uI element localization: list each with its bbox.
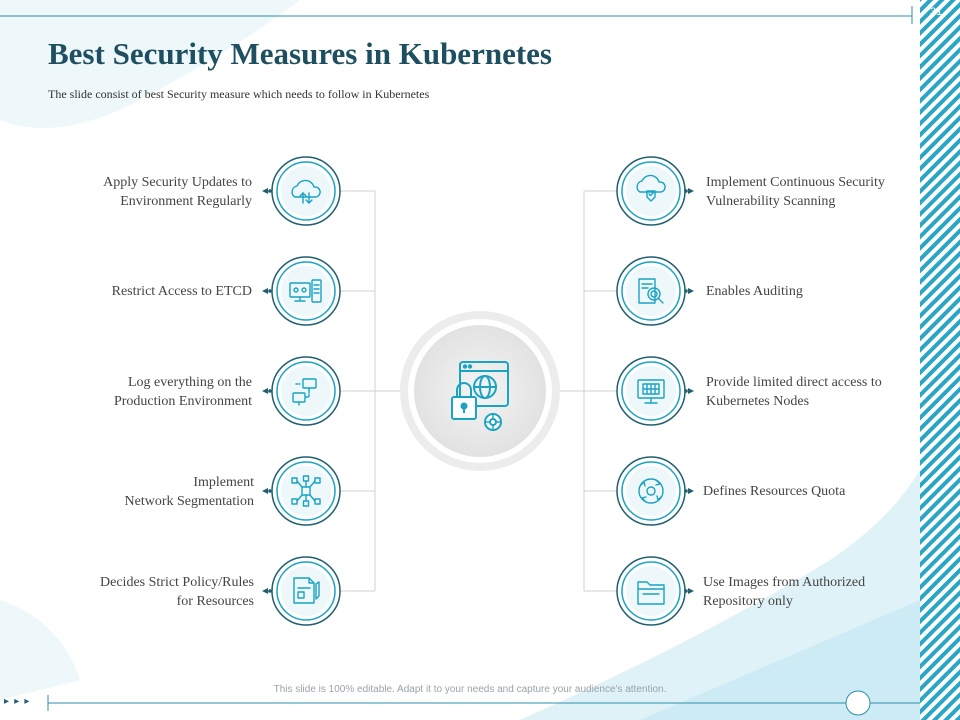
left-pointer-5 xyxy=(262,588,268,594)
server-monitor-icon xyxy=(289,279,322,303)
right-label-2-line-1: Enables Auditing xyxy=(706,284,803,299)
left-circle-3 xyxy=(271,356,341,426)
left-circle-4 xyxy=(271,456,341,526)
left-label-5-line-2: for Resources xyxy=(176,594,254,609)
right-label-4-line-1: Defines Resources Quota xyxy=(703,484,846,499)
left-pointer-4 xyxy=(262,488,268,494)
left-pointer-3 xyxy=(262,388,268,394)
left-label-3: Log everything on the Production Environ… xyxy=(22,373,252,411)
right-label-3-line-1: Provide limited direct access to xyxy=(706,375,882,390)
page-title: Best Security Measures in Kubernetes xyxy=(48,36,552,71)
network-computers-icon xyxy=(292,378,317,406)
right-label-1: Implement Continuous Security Vulnerabil… xyxy=(706,173,946,211)
left-label-5: Decides Strict Policy/Rules for Resource… xyxy=(24,573,254,611)
left-label-3-line-2: Production Environment xyxy=(113,394,252,409)
left-label-2: Restrict Access to ETCD xyxy=(22,282,252,301)
right-label-5-line-2: Repository only xyxy=(703,594,793,609)
right-circle-4 xyxy=(616,456,686,526)
page-subtitle: The slide consist of best Security measu… xyxy=(48,87,430,101)
network-nodes-icon xyxy=(291,475,321,507)
right-label-5: Use Images from Authorized Repository on… xyxy=(703,573,943,611)
left-label-1-line-1: Apply Security Updates to xyxy=(103,175,252,190)
left-label-4-line-1: Implement xyxy=(193,475,254,490)
left-label-1-line-2: Environment Regularly xyxy=(120,194,252,209)
left-label-2-line-1: Restrict Access to ETCD xyxy=(111,284,252,299)
bottom-circle xyxy=(845,690,871,716)
connector-lines xyxy=(340,190,620,592)
right-pointer-3 xyxy=(688,388,694,394)
right-circle-2 xyxy=(616,256,686,326)
right-label-1-line-2: Vulnerability Scanning xyxy=(706,194,836,209)
recycle-gear-icon xyxy=(638,478,664,504)
left-label-3-line-1: Log everything on the xyxy=(127,375,252,390)
right-pointer-4 xyxy=(688,488,694,494)
right-pointer-5 xyxy=(688,588,694,594)
right-pointer-2 xyxy=(688,288,694,294)
pointer-arrows xyxy=(262,188,694,594)
left-pointer-2 xyxy=(262,288,268,294)
folder-icon xyxy=(637,581,665,605)
right-label-4: Defines Resources Quota xyxy=(703,482,943,501)
left-pointer-1 xyxy=(262,188,268,194)
left-label-4: Implement Network Segmentation xyxy=(24,473,254,511)
right-label-1-line-1: Implement Continuous Security xyxy=(706,175,885,190)
right-label-5-line-1: Use Images from Authorized xyxy=(703,575,866,590)
right-label-3-line-2: Kubernetes Nodes xyxy=(706,394,810,409)
right-label-3: Provide limited direct access to Kuberne… xyxy=(706,373,946,411)
nav-arrows-icon[interactable]: ▸ ▸ ▸ xyxy=(4,696,31,707)
right-label-2: Enables Auditing xyxy=(706,282,946,301)
left-circle-5 xyxy=(271,556,341,626)
background-wash-bottom-light xyxy=(640,600,920,720)
left-circle-1 xyxy=(271,156,341,226)
left-label-5-line-1: Decides Strict Policy/Rules xyxy=(100,575,254,590)
right-stripe-band xyxy=(920,0,960,720)
right-circle-5 xyxy=(616,556,686,626)
left-icon-circles xyxy=(271,156,341,626)
policy-document-icon xyxy=(293,577,320,604)
audit-magnifier-icon xyxy=(638,278,664,304)
cloud-upload-icon xyxy=(291,179,321,204)
slide-number: 31 xyxy=(930,6,943,18)
right-icon-circles xyxy=(616,156,686,626)
right-pointer-1 xyxy=(688,188,694,194)
monitor-nodes-icon xyxy=(637,379,665,404)
cloud-shield-icon xyxy=(636,174,666,202)
left-label-4-line-2: Network Segmentation xyxy=(124,494,254,509)
background-wash-left xyxy=(0,600,80,700)
footer-note: This slide is 100% editable. Adapt it to… xyxy=(273,684,667,695)
left-label-1: Apply Security Updates to Environment Re… xyxy=(22,173,252,211)
kubernetes-security-lock-icon xyxy=(451,361,509,431)
background-wash-top xyxy=(0,0,300,128)
